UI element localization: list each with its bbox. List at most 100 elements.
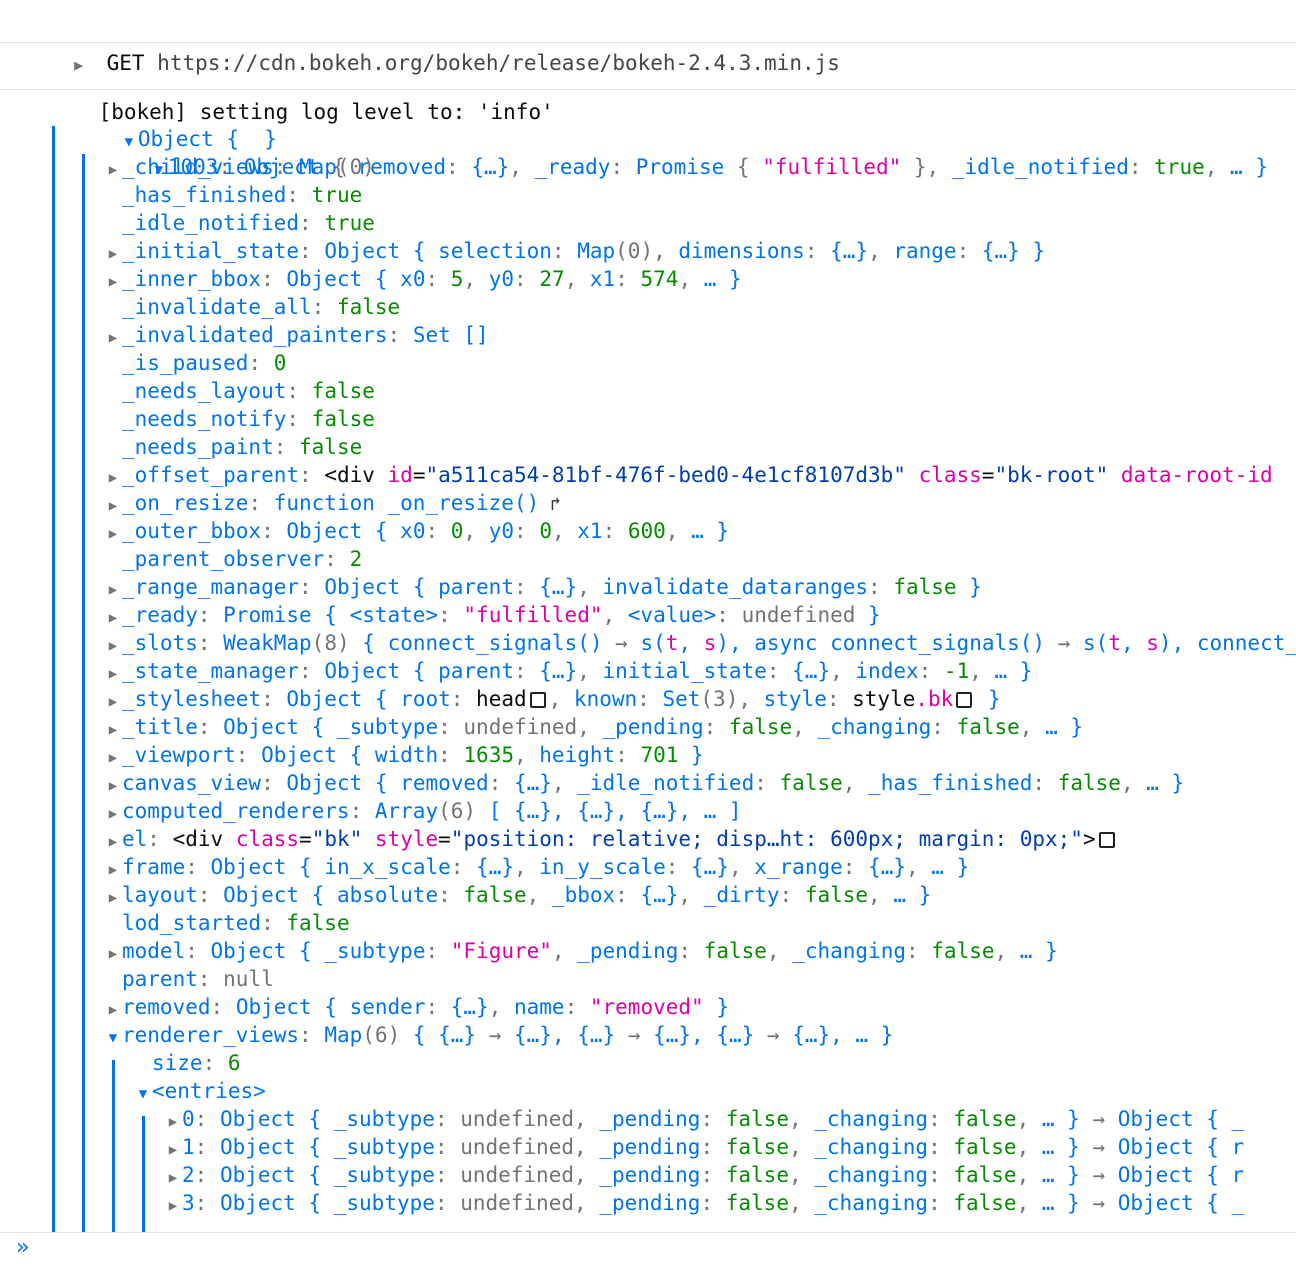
property-row[interactable]: ▶canvas_view: Object { removed: {…}, _id… [0,769,1296,797]
property-row[interactable]: ▶frame: Object { in_x_scale: {…}, in_y_s… [0,853,1296,881]
node-inspect-icon[interactable] [956,692,973,708]
value-token: : [564,995,590,1019]
property-row[interactable]: ▶_outer_bbox: Object { x0: 0, y0: 0, x1:… [0,517,1296,545]
map-entry-row[interactable]: ▶3: Object { _subtype: undefined, _pendi… [0,1189,1296,1217]
value-token: style [852,687,916,711]
collapsed-triangle-icon[interactable]: ▶ [108,694,118,710]
property-row[interactable]: _needs_paint: false [122,435,363,459]
expanded-triangle-icon[interactable]: ▼ [108,1030,118,1046]
property-row[interactable]: ▶_on_resize: function _on_resize() ↱ [0,489,1296,517]
property-row[interactable]: _idle_notified: true [122,211,375,235]
collapsed-triangle-icon[interactable]: ▶ [168,1198,178,1214]
collapsed-triangle-icon[interactable]: ▶ [108,1002,118,1018]
map-entry-row[interactable]: ▶1: Object { _subtype: undefined, _pendi… [0,1133,1296,1161]
collapsed-triangle-icon[interactable]: ▶ [108,806,118,822]
collapsed-triangle-icon[interactable]: ▶ [108,778,118,794]
collapsed-triangle-icon[interactable]: ▶ [108,470,118,486]
node-inspect-icon[interactable] [1098,832,1115,848]
collapsed-triangle-icon[interactable]: ▶ [168,1114,178,1130]
property-row[interactable]: ▶_state_manager: Object { parent: {…}, i… [0,657,1296,685]
property-row[interactable]: ▶_title: Object { _subtype: undefined, _… [0,713,1296,741]
collapsed-triangle-icon[interactable]: ▶ [108,834,118,850]
map-entry-row[interactable]: ▶2: Object { _subtype: undefined, _pendi… [0,1161,1296,1189]
value-token: : [956,239,982,263]
collapsed-triangle-icon[interactable]: ▶ [108,638,118,654]
property-row[interactable]: ▶_stylesheet: Object { root: head, known… [0,685,1296,713]
expanded-triangle-icon[interactable]: ▼ [138,1086,148,1102]
property-row[interactable]: ▶_range_manager: Object { parent: {…}, i… [0,573,1296,601]
value-token: , [665,519,692,543]
value-token: Object { [286,519,401,543]
property-row[interactable]: _parent_observer: 2 [122,547,363,571]
request-url[interactable]: https://cdn.bokeh.org/bokeh/release/boke… [157,51,840,75]
network-request-row[interactable]: ▶GET https://cdn.bokeh.org/bokeh/release… [0,0,1296,75]
collapsed-triangle-icon[interactable]: ▶ [108,610,118,626]
property-row[interactable]: ▶_inner_bbox: Object { x0: 5, y0: 27, x1… [0,265,1296,293]
property-row[interactable]: _invalidate_all: false [122,295,401,319]
value-token: Set [662,687,701,711]
property-row[interactable]: _is_paused: 0 [122,351,287,375]
property-row[interactable]: ▶_initial_state: Object { selection: Map… [0,237,1296,265]
collapsed-triangle-icon[interactable]: ▶ [108,526,118,542]
value-token: 6 [450,799,464,823]
collapsed-triangle-icon[interactable]: ▶ [108,722,118,738]
collapsed-triangle-icon[interactable]: ▶ [108,246,118,262]
value-token: , [513,855,540,879]
node-inspect-icon[interactable] [529,692,546,708]
collapsed-triangle-icon[interactable]: ▶ [168,1142,178,1158]
property-key: _viewport [122,743,236,767]
root-object-row[interactable]: ▼Object { } [0,97,1296,151]
expand-triangle-icon[interactable]: ▶ [74,56,84,74]
value-token: s [1146,631,1159,655]
jump-to-definition-icon[interactable]: ↱ [539,494,561,515]
property-row[interactable]: _needs_notify: false [122,407,375,431]
value-token: 0 [273,351,287,375]
property-row[interactable]: ▶removed: Object { sender: {…}, name: "r… [0,993,1296,1021]
expanded-triangle-icon[interactable]: ▼ [154,162,164,178]
property-row[interactable]: parent: null [122,967,274,991]
collapsed-triangle-icon[interactable]: ▶ [108,330,118,346]
property-row[interactable]: ▶el: <div class="bk" style="position: re… [0,825,1296,853]
property-row[interactable]: ▶_slots: WeakMap(8) { connect_signals() … [0,629,1296,657]
collapsed-triangle-icon[interactable]: ▶ [108,666,118,682]
property-key: _outer_bbox [122,519,262,543]
collapsed-triangle-icon[interactable]: ▶ [108,274,118,290]
property-row[interactable]: ▶_offset_parent: <div id="a511ca54-81bf-… [0,461,1296,489]
value-token: Object { [210,939,325,963]
map-entry-row[interactable]: ▶0: Object { _subtype: undefined, _pendi… [0,1105,1296,1133]
value-token: "fulfilled" [463,603,603,627]
property-row[interactable]: ▶model: Object { _subtype: "Figure", _pe… [0,937,1296,965]
property-row[interactable]: ▶computed_renderers: Array(6) [ {…}, {…}… [0,797,1296,825]
property-row[interactable]: ▼renderer_views: Map(6) { {…} → {…}, {…}… [0,1021,1296,1049]
collapsed-triangle-icon[interactable]: ▶ [108,582,118,598]
collapsed-triangle-icon[interactable]: ▶ [108,890,118,906]
collapsed-triangle-icon[interactable]: ▶ [108,162,118,178]
property-key: _invalidate_all [122,295,312,319]
property-row[interactable]: _needs_layout: false [122,379,375,403]
property-row[interactable]: _has_finished: true [122,183,363,207]
property-row[interactable]: ▶_child_views: Map(0) [0,153,1296,181]
property-row[interactable]: ▶layout: Object { absolute: false, _bbox… [0,881,1296,909]
collapsed-triangle-icon[interactable]: ▶ [108,498,118,514]
collapsed-triangle-icon[interactable]: ▶ [108,946,118,962]
map-entries-row[interactable]: ▼<entries> [0,1077,1296,1105]
value-token: selection [438,239,552,263]
value-token: : [615,743,641,767]
property-row[interactable]: ▶_viewport: Object { width: 1635, height… [0,741,1296,769]
value-token: {…} [513,771,552,795]
property-row[interactable]: ▶_ready: Promise { <state>: "fulfilled",… [0,601,1296,629]
expanded-triangle-icon[interactable]: ▼ [124,134,134,150]
property-row[interactable]: ▶_invalidated_painters: Set [] [0,321,1296,349]
collapsed-triangle-icon[interactable]: ▶ [108,862,118,878]
value-token: false [956,715,1020,739]
property-value: Object { root: head, known: Set(3), styl… [286,687,1000,711]
property-row[interactable]: lod_started: false [122,911,350,935]
value-token: : [754,771,780,795]
collapsed-triangle-icon[interactable]: ▶ [108,750,118,766]
collapsed-triangle-icon[interactable]: ▶ [168,1170,178,1186]
renderer-views-children: size: 6▼<entries>▶0: Object { _subtype: … [0,1049,1296,1217]
entry-1003-row[interactable]: ▼1003: Object { removed: {…}, _ready: Pr… [0,125,1296,179]
value-token: Object { [324,659,439,683]
value-token: , [842,771,869,795]
console-input[interactable]: » [0,1232,1296,1265]
